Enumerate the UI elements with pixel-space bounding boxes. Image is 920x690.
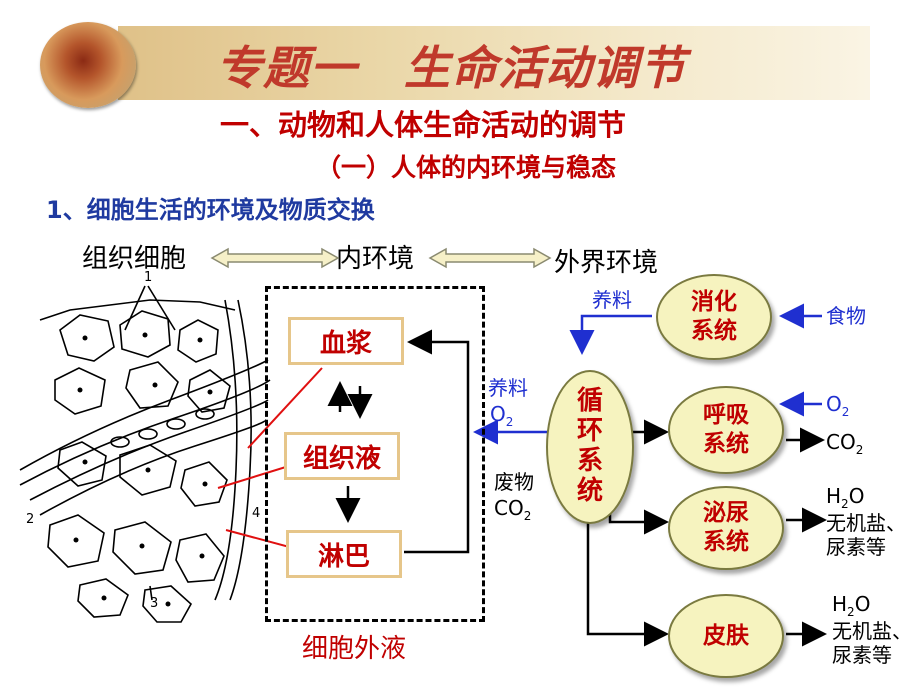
heading-3: 1、细胞生活的环境及物质交换: [46, 196, 375, 224]
respiratory-system: 呼吸系统: [668, 386, 784, 474]
note-nutrients-top: 养料: [592, 288, 632, 312]
note-skin-outputs: H2O 无机盐、 尿素等: [832, 592, 912, 667]
circulatory-char-4: 统: [576, 475, 603, 506]
heading-2: （一）人体的内环境与稳态: [316, 153, 617, 182]
note-salt-urinary: 无机盐、: [826, 511, 906, 536]
label-external-env: 外界环境: [554, 248, 659, 278]
note-o2-left: O2: [490, 402, 514, 429]
extracellular-fluid-box: [265, 286, 485, 622]
respiratory-line-2: 系统: [703, 431, 749, 457]
urinary-line-2: 系统: [703, 529, 749, 555]
double-arrow-right: [428, 247, 552, 269]
label-internal-env: 内环境: [336, 244, 415, 274]
circulatory-system: 循 环 系 统: [546, 370, 634, 524]
note-food: 食物: [826, 304, 866, 328]
digestive-system: 消化系统: [656, 274, 772, 360]
tissue-nuclei: [73, 332, 213, 607]
circulatory-char-2: 环: [576, 416, 603, 447]
double-arrow-left: [210, 247, 340, 269]
note-co2-waste: CO2: [494, 496, 532, 523]
fluid-arrows: [327, 329, 470, 554]
digestive-line-2: 系统: [691, 318, 737, 344]
note-h2o-urinary: H2O: [826, 484, 865, 511]
urinary-line-1: 泌尿: [703, 500, 749, 527]
note-urea-urinary: 尿素等: [826, 535, 886, 560]
note-waste: 废物: [494, 470, 534, 494]
plasma-box: 血浆: [288, 317, 404, 365]
note-salt-skin: 无机盐、: [832, 619, 912, 644]
blue-arrows: [473, 303, 822, 445]
respiratory-line-1: 呼吸: [703, 402, 749, 429]
note-urinary-outputs: H2O 无机盐、 尿素等: [826, 484, 906, 559]
label-tissue-cell: 组织细胞: [82, 244, 187, 274]
page-title: 专题一 生命活动调节: [216, 41, 686, 95]
title-banner: [118, 26, 870, 100]
circulatory-char-1: 循: [576, 386, 603, 417]
note-urea-skin: 尿素等: [832, 643, 892, 668]
tissue-fluid-box: 组织液: [284, 432, 400, 480]
label-extracellular-fluid: 细胞外液: [302, 634, 407, 664]
urinary-system: 泌尿系统: [668, 486, 784, 570]
note-co2-respiratory: CO2: [826, 430, 864, 457]
tissue-mark-1: 1: [144, 270, 153, 285]
skin: 皮肤: [668, 594, 784, 678]
heading-1: 一、动物和人体生命活动的调节: [220, 108, 627, 142]
digestive-line-1: 消化: [691, 289, 737, 316]
note-nutrients-mid: 养料: [488, 376, 528, 400]
note-o2-right: O2: [826, 392, 850, 419]
note-h2o-skin: H2O: [832, 592, 871, 619]
cell-image: [40, 22, 136, 108]
circulatory-char-3: 系: [576, 446, 603, 476]
tissue-sketch: [19, 285, 271, 623]
tissue-mark-3: 3: [150, 596, 159, 611]
lymph-box: 淋巴: [286, 530, 402, 578]
tissue-mark-4: 4: [252, 506, 261, 521]
tissue-mark-2: 2: [26, 512, 35, 527]
